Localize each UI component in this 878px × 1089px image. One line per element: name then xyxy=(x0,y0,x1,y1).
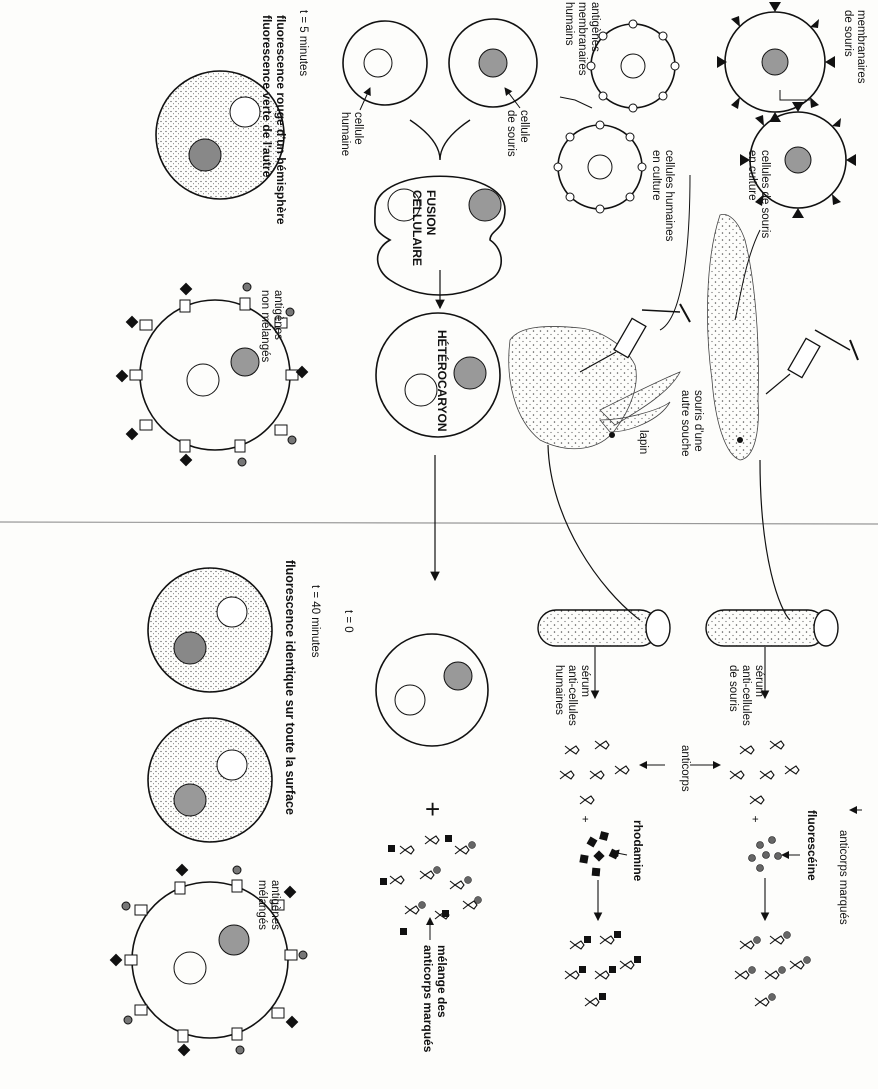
rhodamine-squares xyxy=(579,831,619,876)
fluorescein-dots xyxy=(749,837,782,872)
svg-text:anticorps marqués: anticorps marqués xyxy=(421,945,435,1053)
svg-text:de souris: de souris xyxy=(505,110,517,157)
svg-text:FUSION: FUSION xyxy=(424,190,438,235)
label-serum-mouse: sérum anti-cellules de souris xyxy=(727,665,765,726)
label-heterokaryon: HÉTÉROCARYON xyxy=(435,330,450,432)
label-fluorescein: fluorescéine xyxy=(805,810,819,881)
label-red-green: fluorescence rouge d'un hémisphère fluor… xyxy=(260,15,288,225)
svg-text:antigènes: antigènes xyxy=(589,2,601,52)
svg-text:souris d'une: souris d'une xyxy=(692,390,704,452)
svg-text:en culture: en culture xyxy=(746,150,758,201)
svg-text:en culture: en culture xyxy=(650,150,662,201)
svg-text:non mélangés: non mélangés xyxy=(259,290,271,362)
svg-text:CELLULAIRE: CELLULAIRE xyxy=(410,190,424,266)
label-identical: fluorescence identique sur toute la surf… xyxy=(283,560,297,815)
svg-text:antigènes: antigènes xyxy=(269,880,281,930)
mouse-animal xyxy=(707,214,758,460)
rabbit-animal xyxy=(509,326,680,448)
svg-text:autre souche: autre souche xyxy=(679,390,691,457)
svg-text:membranaires: membranaires xyxy=(855,10,867,84)
label-t0: t = 0 xyxy=(342,610,354,633)
svg-text:fluorescence verte de l'autre: fluorescence verte de l'autre xyxy=(260,15,274,178)
label-mouse-membranes: membranaires de souris xyxy=(842,10,867,84)
antibodies-mouse xyxy=(730,741,799,804)
svg-text:cellules humaines: cellules humaines xyxy=(663,150,675,242)
label-human-cell: cellule humaine xyxy=(339,112,364,156)
labeled-antibodies-mouse xyxy=(735,932,811,1007)
label-t5: t = 5 minutes xyxy=(297,10,309,76)
svg-text:sérum: sérum xyxy=(753,665,765,697)
svg-text:cellule: cellule xyxy=(352,112,364,145)
label-fusion: FUSION CELLULAIRE xyxy=(410,190,438,266)
svg-text:anti-cellules: anti-cellules xyxy=(566,665,578,726)
label-mix: mélange des anticorps marqués xyxy=(421,945,449,1053)
svg-text:fluorescence rouge d'un hémisp: fluorescence rouge d'un hémisphère xyxy=(274,15,288,225)
label-labeled-antibodies: anticorps marqués xyxy=(837,830,849,925)
label-human-cells-culture: cellules humaines en culture xyxy=(650,150,675,242)
antibody-mix xyxy=(380,835,482,935)
svg-text:cellule: cellule xyxy=(518,110,530,143)
cell-t40-a xyxy=(148,568,272,692)
label-serum-human: sérum anti-cellules humaines xyxy=(553,665,591,726)
label-mouse-strain: souris d'une autre souche xyxy=(679,390,704,457)
serum-tube-mouse xyxy=(706,610,838,646)
label-unmixed: antigènes non mélangés xyxy=(259,290,284,362)
syringe-mouse xyxy=(766,330,858,394)
label-mixed: antigènes mélangés xyxy=(256,880,281,930)
label-rabbit: lapin xyxy=(637,430,649,454)
labeled-antibodies-human xyxy=(565,931,641,1006)
svg-text:mélangés: mélangés xyxy=(256,880,268,930)
cell-t0 xyxy=(376,634,488,746)
human-cell-fusion xyxy=(343,21,427,105)
svg-text:sérum: sérum xyxy=(579,665,591,697)
mouse-cell-1 xyxy=(717,2,835,122)
plus-mouse: + xyxy=(752,814,759,826)
svg-text:de souris: de souris xyxy=(727,665,739,712)
label-antibodies: anticorps xyxy=(679,745,691,792)
svg-text:humains: humains xyxy=(563,2,575,46)
svg-text:humaines: humaines xyxy=(553,665,565,715)
serum-tube-human xyxy=(538,610,670,646)
svg-text:cellules de souris: cellules de souris xyxy=(759,150,771,238)
svg-text:mélange des: mélange des xyxy=(435,945,449,1018)
label-mouse-cell: cellule de souris xyxy=(505,110,530,157)
label-mouse-cells-culture: cellules de souris en culture xyxy=(746,150,771,238)
svg-text:humaine: humaine xyxy=(339,112,351,156)
human-cell-2 xyxy=(554,121,646,213)
svg-text:membranaires: membranaires xyxy=(576,2,588,76)
antibodies-human xyxy=(560,741,629,804)
label-t40: t = 40 minutes xyxy=(309,585,321,658)
cell-t40-b xyxy=(148,718,272,842)
label-rhodamine: rhodamine xyxy=(631,820,645,882)
svg-text:antigènes: antigènes xyxy=(272,290,284,340)
svg-text:de souris: de souris xyxy=(842,10,854,57)
svg-text:anti-cellules: anti-cellules xyxy=(740,665,752,726)
plus-human: + xyxy=(582,814,589,826)
mouse-cell-fusion xyxy=(449,19,537,107)
plus-t0: + xyxy=(425,794,440,824)
section-divider xyxy=(0,522,878,524)
